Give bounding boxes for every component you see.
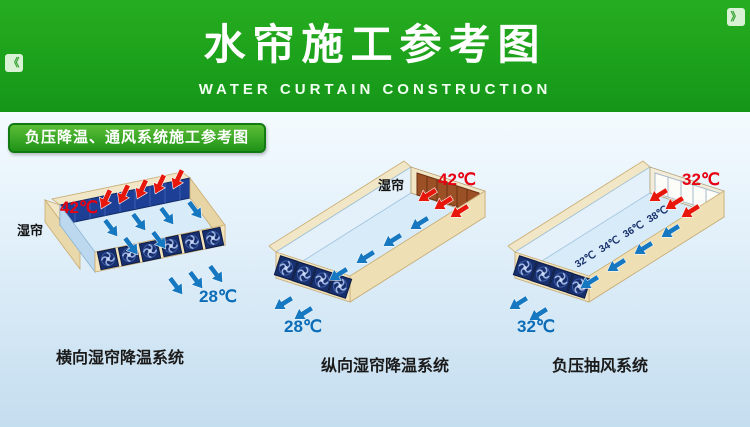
inlet-temp-label: 42℃ xyxy=(438,170,476,189)
diagram-caption-longitudinal: 纵向湿帘降温系统 xyxy=(320,358,449,375)
left-quote-icon: 《 xyxy=(5,54,23,72)
content-area: 负压降温、通风系统施工参考图 xyxy=(0,112,750,427)
right-quote-icon: 》 xyxy=(727,8,745,26)
fan-icon xyxy=(201,226,225,250)
outlet-temp-label: 32℃ xyxy=(517,317,555,336)
wet-curtain-label: 湿帘 xyxy=(378,178,404,193)
wet-curtain-label: 湿帘 xyxy=(17,223,43,238)
diagram-caption-horizontal: 横向湿帘降温系统 xyxy=(55,350,184,367)
exhaust-system-diagram: 32℃ 34℃ 36℃ 38℃ 32℃ 32℃ xyxy=(505,160,725,336)
header-banner: 水帘施工参考图 WATER CURTAIN CONSTRUCTION 《 》 xyxy=(0,0,750,112)
outlet-temp-label: 28℃ xyxy=(199,287,237,306)
cool-air-arrow-icon xyxy=(204,261,229,288)
fan-icon xyxy=(180,230,204,254)
inlet-temp-label: 32℃ xyxy=(682,170,720,189)
diagram-caption-exhaust: 负压抽风系统 xyxy=(551,358,648,375)
longitudinal-system-diagram: 42℃ 湿帘 28℃ xyxy=(268,160,486,336)
cool-air-arrow-icon xyxy=(270,291,296,316)
cool-air-arrow-icon xyxy=(164,273,189,300)
wet-curtain-stripes xyxy=(426,176,468,211)
page-title: 水帘施工参考图 xyxy=(203,21,547,68)
cool-air-arrow-icon xyxy=(505,291,531,316)
inlet-temp-label: 42℃ xyxy=(60,198,98,217)
vent-door-lines xyxy=(667,177,707,209)
fan-icon xyxy=(96,247,120,271)
horizontal-system-diagram: 42℃ 湿帘 28℃ xyxy=(17,166,237,306)
page-subtitle: WATER CURTAIN CONSTRUCTION xyxy=(198,81,552,98)
section-label: 负压降温、通风系统施工参考图 xyxy=(8,123,267,153)
outlet-temp-label: 28℃ xyxy=(284,317,322,336)
